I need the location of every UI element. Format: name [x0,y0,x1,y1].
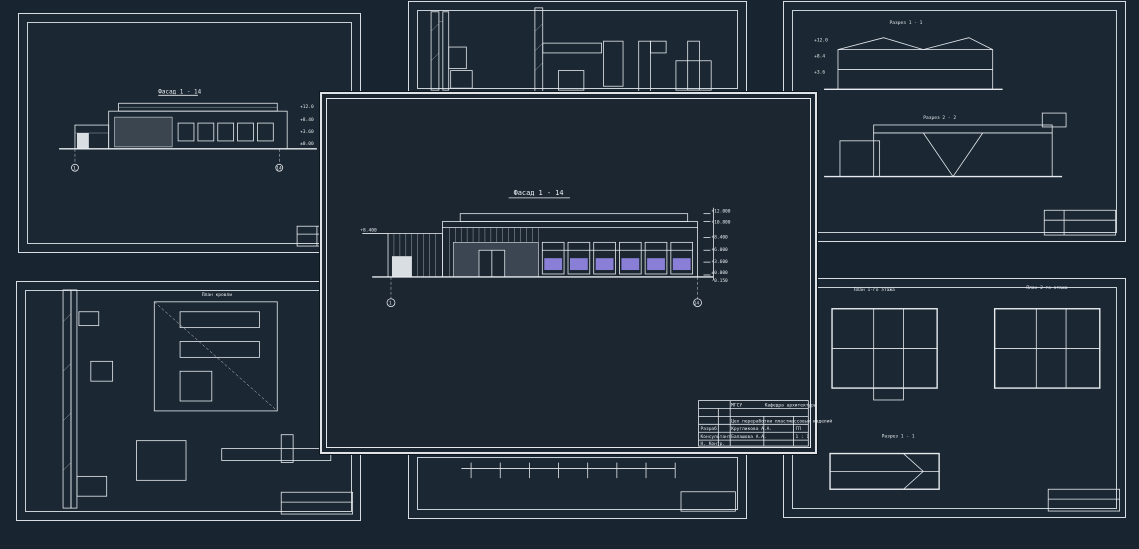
svg-text:±0.00: ±0.00 [300,141,314,147]
axis-marker-1 [386,298,396,308]
floor-plans-drawing: План 1-го этажа План 2-го этажа Разрез 1… [829,285,1121,512]
floor-plan-1-title: План 1-го этажа [854,287,895,293]
sheet-frame [417,10,738,89]
floor-plan-2-title: План 2-го этажа [1026,285,1067,291]
drawing-sheet-facade-small[interactable]: Фасад 1 - 14 1 14 +12.0 +8.40 +3.60 ±0.00 [18,13,361,253]
axis-marker-14 [693,298,702,308]
svg-text:Кругликова А.А.: Кругликова А.А. [731,426,772,432]
svg-text:-0.150: -0.150 [711,278,728,284]
facade-small-drawing: Фасад 1 - 14 1 14 +12.0 +8.40 +3.60 ±0.00 [59,88,354,247]
svg-text:+12.0: +12.0 [300,104,314,110]
sheet-frame [417,457,738,510]
sheet-frame [326,98,811,448]
svg-text:+12.000: +12.000 [711,209,730,215]
svg-text:+8.4: +8.4 [814,54,825,60]
svg-text:ГП: ГП [795,426,801,432]
svg-text:Балашова А.А.: Балашова А.А. [731,434,766,440]
level-marks: +12.000 +10.800 +8.400 +6.000 +3.600 ±0.… [703,207,731,284]
axis-label-14: 14 [276,166,282,172]
drawing-sheet-floor-plans[interactable]: План 1-го этажа План 2-го этажа Разрез 1… [783,278,1126,518]
title-block: МГСУ Кафедра архитектуры Цех переработки… [698,400,832,447]
main-hall [442,213,698,278]
roof-plan-drawing: План кровли [62,289,354,515]
svg-text:+3.600: +3.600 [711,259,728,265]
section-bottom-title: Разрез 2 - 2 [923,115,956,121]
facade-small-title: Фасад 1 - 14 [158,88,201,95]
svg-text:1 : 1: 1 : 1 [795,434,809,440]
axis-1-label: 1 [389,301,392,307]
axis-14-label: 14 [694,301,700,307]
svg-text:+8.40: +8.40 [300,117,314,123]
svg-text:+6.000: +6.000 [711,247,728,253]
svg-text:+12.0: +12.0 [814,38,828,44]
svg-text:+3.60: +3.60 [300,129,314,135]
section-1-title: Разрез 1 - 1 [882,434,915,440]
left-annex: +8.400 [360,227,443,278]
details-drawing [430,7,712,93]
main-facade-drawing: Фасад 1 - 14 +8.400 [360,189,832,447]
tb-dept: Кафедра архитектуры [765,403,817,409]
left-level: +8.400 [360,227,377,233]
axis-label-1: 1 [73,166,76,172]
drawing-sheet-sections[interactable]: Разрез 1 - 1 +12.0 +8.4 +3.6 Разрез 2 - 2 [783,1,1126,242]
svg-text:Н. Контр.: Н. Контр. [701,441,726,447]
drawing-sheet-roof-plan[interactable]: План кровли [16,281,361,521]
svg-text:Консультант: Консультант [701,434,731,440]
drawing-sheet-details[interactable] [408,1,747,98]
drawing-sheet-framing[interactable] [408,448,747,519]
svg-text:+3.6: +3.6 [814,69,825,75]
section-top-title: Разрез 1 - 1 [890,20,923,26]
svg-text:+10.800: +10.800 [711,220,730,226]
svg-text:±0.000: ±0.000 [711,270,728,276]
gate-door [391,256,412,277]
sections-drawing: Разрез 1 - 1 +12.0 +8.4 +3.6 Разрез 2 - 2 [814,20,1117,236]
framing-drawing [461,462,736,512]
facade-small-windows [177,122,274,142]
drawing-sheet-main-facade[interactable]: Фасад 1 - 14 +8.400 [320,92,832,454]
roof-plan-title: План кровли [202,292,232,298]
svg-text:Разраб.: Разраб. [701,425,720,432]
svg-text:+8.400: +8.400 [711,234,728,240]
tb-project: Цех переработки пластмассовых изделий [731,417,832,424]
tb-org: МГСУ [731,403,742,409]
main-facade-title: Фасад 1 - 14 [514,189,564,197]
window-bays [541,241,694,275]
